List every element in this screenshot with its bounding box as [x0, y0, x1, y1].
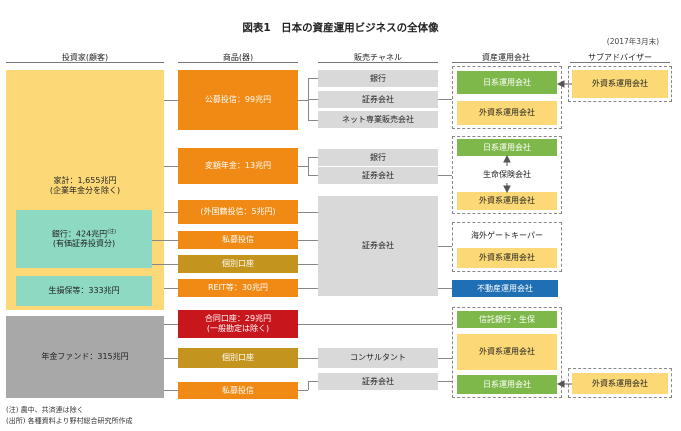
connector-household-foreign — [164, 212, 178, 213]
insurance-box: 生損保等：333兆円 — [16, 276, 152, 306]
connector-pension-joint — [164, 324, 178, 325]
connector-channel-manager-1 — [438, 99, 452, 100]
arrow-head-life-down — [503, 185, 511, 194]
manager-trust-bank: 信託銀行・生保 — [457, 311, 557, 328]
footnote-source: (出所) 各種資料より野村総合研究所作成 — [6, 417, 133, 425]
subadvisor-foreign-bottom: 外資系運用会社 — [572, 373, 668, 394]
connector-foreign-sec3 — [298, 212, 318, 213]
channel-securities-1: 証券会社 — [318, 91, 438, 108]
diagram-title: 図表1 日本の資産運用ビジネスの全体像 — [242, 22, 439, 34]
connector-joint-manager — [298, 324, 452, 325]
manager-foreign-2: 外資系運用会社 — [457, 192, 557, 210]
bank-amount: 銀行：424兆円 — [51, 229, 108, 239]
header-investor: 投資家(顧客) — [61, 53, 109, 62]
household-amount: 家計：1,655兆円 — [53, 176, 117, 185]
product-separate-account-2: 個別口座 — [178, 348, 298, 368]
household-note: (企業年金分を除く) — [49, 186, 121, 195]
connector-sec3-manager-3 — [438, 246, 452, 247]
header-subadvisor: サブアドバイザー — [588, 53, 652, 62]
connector-sec3-realestate — [438, 288, 452, 289]
arrow-head-life-up — [503, 154, 511, 163]
joint-account-note: (一般勘定は除く) — [206, 324, 270, 333]
manager-japanese-3: 日系運用会社 — [457, 375, 557, 394]
connector-insurance-reit — [164, 288, 178, 289]
product-foreign-fund: (外国籍投信：5兆円) — [178, 200, 298, 224]
manager-group-2 — [452, 136, 562, 214]
connector-bank-private — [152, 240, 178, 241]
connector-reit-sec3 — [298, 288, 318, 289]
connector-bus-bank2 — [308, 157, 318, 158]
household-label: 家計：1,655兆円 (企業年金分を除く) — [50, 176, 120, 196]
connector-channel-manager-2 — [438, 175, 452, 176]
connector-sec4-manager — [438, 381, 452, 382]
manager-foreign-4: 外資系運用会社 — [457, 334, 557, 370]
product-joint-account: 合同口座：29兆円 (一般勘定は除く) — [178, 310, 298, 338]
manager-foreign-1: 外資系運用会社 — [457, 101, 557, 125]
header-manager-rule — [452, 62, 560, 63]
product-annuity: 変額年金：13兆円 — [178, 148, 298, 184]
connector-annuity-bus — [298, 166, 308, 167]
manager-life-insurer: 生命保険会社 — [457, 166, 557, 183]
manager-group-1 — [452, 66, 562, 129]
subadvisor-group-2 — [568, 368, 672, 398]
connector-private-bus — [298, 390, 308, 391]
bank-footnote-mark: (注) — [107, 228, 117, 235]
channel-bank-1: 銀行 — [318, 70, 438, 87]
arrow-head-subadvisor-bottom — [556, 380, 565, 388]
connector-bank-separate — [152, 264, 178, 265]
product-public-fund: 公募投信：99兆円 — [178, 70, 298, 130]
header-subadvisor-rule — [570, 62, 670, 63]
header-product: 商品(器) — [222, 53, 254, 62]
footnote-1: (注) 農中、共済連は除く — [6, 406, 84, 414]
connector-separate-consultant — [298, 358, 318, 359]
header-investor-rule — [6, 62, 164, 63]
channel-securities-4: 証券会社 — [318, 373, 438, 390]
manager-foreign-3: 外資系運用会社 — [457, 248, 557, 268]
channel-bank-2: 銀行 — [318, 149, 438, 166]
household-box: 家計：1,655兆円 (企業年金分を除く) — [6, 70, 164, 310]
connector-bus-sec1 — [308, 99, 318, 100]
header-channel: 販売チャネル — [354, 53, 402, 62]
header-channel-rule — [318, 62, 438, 63]
product-private-fund-1: 私募投信 — [178, 231, 298, 249]
subadvisor-foreign-top: 外資系運用会社 — [572, 70, 668, 98]
connector-bus-sec2 — [308, 175, 318, 176]
arrow-head-subadvisor-top — [556, 80, 565, 88]
product-separate-account-1: 個別口座 — [178, 255, 298, 273]
connector-private-vbus — [308, 381, 309, 390]
connector-public-bus — [298, 100, 308, 101]
connector-private-sec3 — [298, 240, 318, 241]
manager-group-3 — [452, 222, 562, 272]
connector-separate-sec3 — [298, 264, 318, 265]
channel-securities-3: 証券会社 — [318, 196, 438, 296]
channel-online: ネット専業販売会社 — [318, 111, 438, 128]
connector-household-public — [164, 100, 178, 101]
manager-realestate: 不動産運用会社 — [452, 280, 558, 297]
connector-bus-sec4 — [308, 381, 318, 382]
date-note: (2017年3月末) — [606, 37, 659, 46]
joint-account-amount: 合同口座：29兆円 — [204, 314, 272, 323]
connector-bus-online — [308, 120, 318, 121]
manager-gatekeeper: 海外ゲートキーパー — [457, 227, 557, 245]
header-product-rule — [178, 62, 298, 63]
manager-group-4 — [452, 307, 562, 398]
product-private-fund-2: 私募投信 — [178, 382, 298, 399]
connector-pension-separate — [164, 358, 178, 359]
channel-securities-2: 証券会社 — [318, 167, 438, 184]
connector-pension-private — [164, 390, 178, 391]
manager-japanese-1: 日系運用会社 — [457, 71, 557, 94]
connector-household-annuity — [164, 166, 178, 167]
manager-japanese-2: 日系運用会社 — [457, 139, 557, 156]
product-reit: REIT等：30兆円 — [178, 279, 298, 297]
connector-annuity-vbus — [308, 157, 309, 175]
bank-box: 銀行：424兆円(注) (有価証券投資分) — [16, 210, 152, 268]
connector-bus-bank1 — [308, 78, 318, 79]
channel-consultant: コンサルタント — [318, 348, 438, 368]
connector-consultant-manager — [438, 358, 452, 359]
pension-box: 年金ファンド：315兆円 — [6, 316, 164, 398]
bank-note: (有価証券投資分) — [52, 239, 116, 249]
header-manager: 資産運用会社 — [482, 53, 530, 62]
